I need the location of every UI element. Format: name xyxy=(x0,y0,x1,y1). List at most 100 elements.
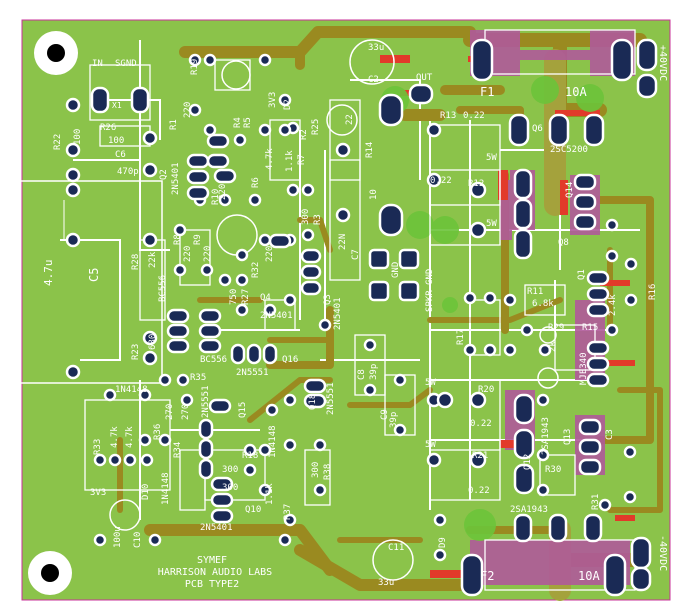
label-q3t: 2N5401 xyxy=(333,297,343,330)
title-line1: SYMEF xyxy=(197,555,227,566)
supply-neg-label: -40VDC xyxy=(657,535,668,571)
label-c11: C11 xyxy=(388,543,404,553)
label-c2v: 33u xyxy=(368,43,384,53)
label-r32: R32 xyxy=(251,262,261,278)
label-q6t: BC556 xyxy=(200,355,227,365)
label-q17v: 2SA1943 xyxy=(510,505,548,515)
label-q10t: 2N5401 xyxy=(200,523,233,533)
label-r3v: 300 xyxy=(301,209,311,225)
label-w5c: 5W xyxy=(425,378,436,388)
label-spkr: SPKR-GND xyxy=(425,269,435,312)
label-r19: R19 xyxy=(190,59,200,75)
label-q5t: BC556 xyxy=(158,275,168,302)
label-c2: C2 xyxy=(368,75,379,85)
silkscreen-labels: IN SGND X1 R26 100 C6 470p R22 100 4.7u … xyxy=(42,43,658,588)
label-r34v: 270 xyxy=(165,404,175,420)
label-r18v: 300 xyxy=(222,465,238,475)
label-f1v: 10A xyxy=(565,85,587,99)
label-r22: R22 xyxy=(53,134,63,150)
title-line3: PCB TYPE2 xyxy=(185,579,239,590)
label-r16: R16 xyxy=(648,284,658,300)
label-c10: C10 xyxy=(133,532,143,548)
label-r35: R35 xyxy=(190,373,206,383)
label-r33: R33 xyxy=(93,439,103,455)
label-r20: R20 xyxy=(478,385,494,395)
label-w5a: 5W xyxy=(486,153,497,163)
label-r17: R17 xyxy=(456,329,466,345)
label-w5d: 5W xyxy=(425,440,436,450)
label-q14: Q14 xyxy=(565,182,575,198)
label-w5b: 5W xyxy=(486,219,497,229)
label-c8v: 39p xyxy=(369,364,379,380)
label-gnd: GND xyxy=(391,262,401,278)
label-r33w: 4.7k xyxy=(125,426,135,448)
label-q15t: 2N5551 xyxy=(201,385,211,418)
label-q16t: 2N5551 xyxy=(236,368,269,378)
label-q18: Q18 xyxy=(308,394,318,410)
label-r9v: 220 xyxy=(203,246,213,262)
label-q4: Q4 xyxy=(260,293,271,303)
label-c6: C6 xyxy=(115,150,126,160)
label-mje: MJE340 xyxy=(579,352,589,385)
label-q12v: 2SA1943 xyxy=(541,417,551,455)
label-r21: R21 xyxy=(472,451,488,461)
label-c7v: 22N xyxy=(338,234,348,250)
label-q6: Q6 xyxy=(532,124,543,134)
label-r32v: 220 xyxy=(265,246,275,262)
c5-outline xyxy=(9,180,163,384)
label-r37v: 1.1k xyxy=(265,483,275,505)
label-r8v: 220 xyxy=(183,246,193,262)
label-r6v: 4.7k xyxy=(265,148,275,170)
label-r38v: 300 xyxy=(311,462,321,478)
label-d10: D10 xyxy=(141,484,151,500)
label-q13: Q13 xyxy=(563,429,573,445)
label-r23v: 680 xyxy=(148,334,158,350)
label-r25v: 22 xyxy=(345,114,355,125)
supply-pos-label: +40VDC xyxy=(657,45,668,81)
label-r2: R2 xyxy=(299,129,309,140)
label-r13v: 0.22 xyxy=(463,111,485,121)
label-d2: D2 xyxy=(283,99,293,110)
label-r36v: 270 xyxy=(181,404,191,420)
label-r5: R5 xyxy=(243,117,253,128)
label-r12: R12 xyxy=(468,179,484,189)
label-c9v: 39p xyxy=(389,412,399,428)
label-r20v: 0.22 xyxy=(470,419,492,429)
through-hole-pads xyxy=(65,38,658,597)
label-f2: F2 xyxy=(480,569,494,583)
label-r6: R6 xyxy=(251,177,261,188)
label-r29: R29 xyxy=(548,323,564,333)
label-r4: R4 xyxy=(233,117,243,128)
label-r14v: 10 xyxy=(369,189,379,200)
label-r1: R1 xyxy=(169,119,179,130)
label-r14: R14 xyxy=(365,142,375,158)
label-r31: R31 xyxy=(591,494,601,510)
label-r15v: 2.4k xyxy=(608,294,618,316)
title-line2: HARRISON AUDIO LABS xyxy=(158,567,272,578)
label-c5: C5 xyxy=(87,268,101,282)
red-strips xyxy=(380,55,635,578)
label-d5: 1N4148 xyxy=(115,385,148,395)
mounting-hole-top-left xyxy=(34,31,78,75)
label-c5v: 4.7u xyxy=(42,260,55,287)
label-r27v: 750 xyxy=(229,289,239,305)
label-r23: R23 xyxy=(131,344,141,360)
label-r28v: 22k xyxy=(148,251,158,268)
label-q4t: 2N5401 xyxy=(260,311,293,321)
label-d9: D9 xyxy=(438,537,448,548)
label-r18w: 300 xyxy=(222,483,238,493)
label-c9: C9 xyxy=(380,409,390,420)
label-r10v: 220 xyxy=(218,184,228,200)
label-c7: C7 xyxy=(351,249,361,260)
label-r11v: 6.8k xyxy=(532,299,554,309)
label-c6v: 470p xyxy=(117,167,139,177)
label-r12v: 0.22 xyxy=(430,176,452,186)
label-r38: R38 xyxy=(323,464,333,480)
label-r28: R28 xyxy=(131,254,141,270)
label-r18: R18 xyxy=(242,451,258,461)
mounting-hole-bottom-left xyxy=(28,551,72,595)
label-r26: R26 xyxy=(100,123,116,133)
label-r37: R37 xyxy=(283,504,293,520)
label-q16: Q16 xyxy=(282,355,298,365)
